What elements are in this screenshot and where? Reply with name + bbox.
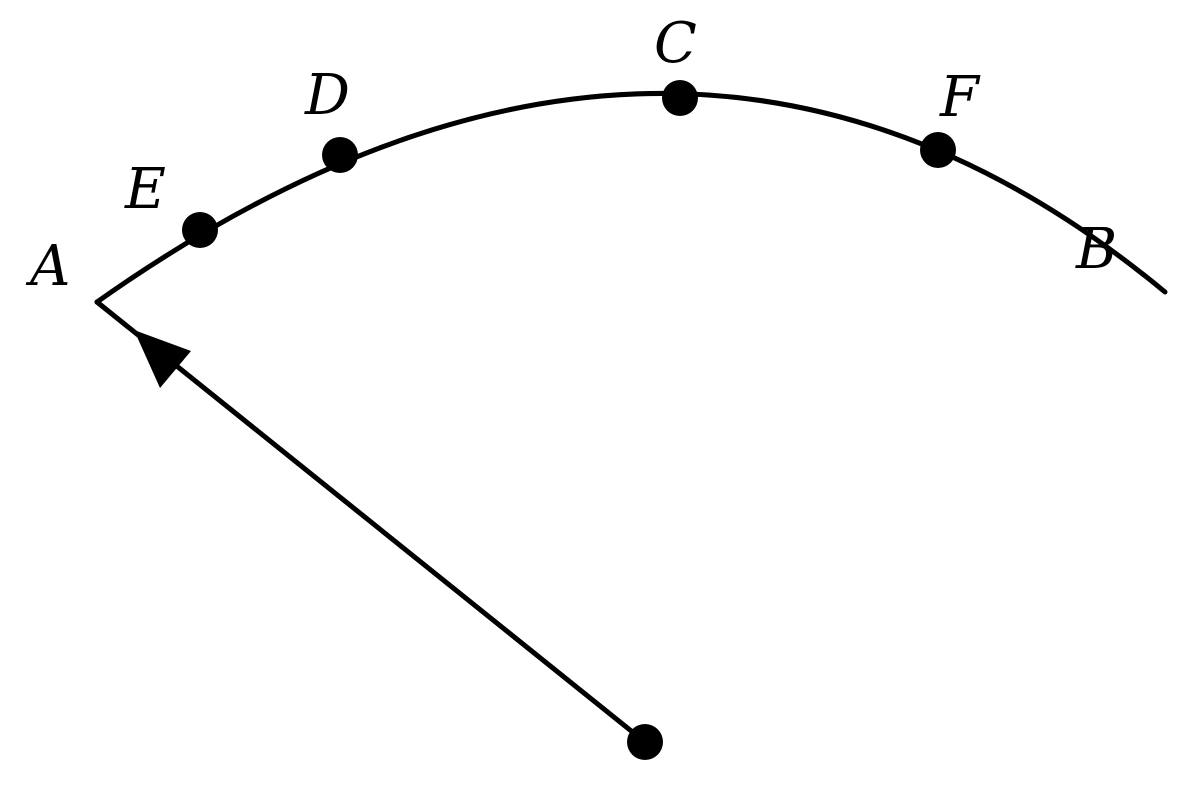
label-e: E — [124, 157, 166, 222]
center-dot — [627, 724, 663, 760]
direction-arrow-icon — [134, 330, 191, 388]
label-b: B — [1075, 217, 1117, 282]
point-e-dot — [182, 212, 218, 248]
label-f: F — [939, 65, 981, 130]
label-c: C — [654, 11, 697, 76]
arc-path — [94, 91, 1168, 305]
point-d-dot — [322, 137, 358, 173]
point-f-dot — [920, 132, 956, 168]
radius-line — [94, 299, 648, 745]
label-a: A — [25, 234, 70, 299]
label-d: D — [304, 63, 350, 128]
point-c-dot — [662, 80, 698, 116]
